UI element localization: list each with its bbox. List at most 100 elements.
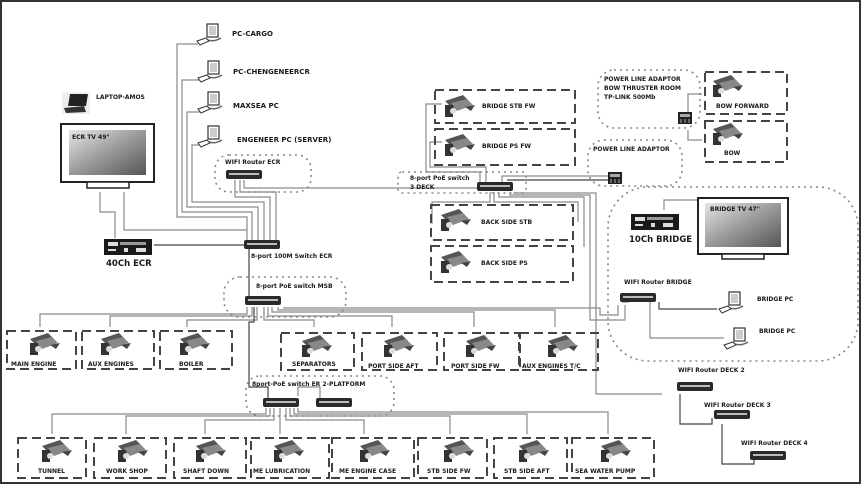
camera-label: BACK SIDE PS bbox=[481, 260, 528, 267]
camera-label: MAIN ENGINE bbox=[11, 361, 56, 368]
camera-label: BACK SIDE STB bbox=[481, 219, 532, 226]
switch-label: 8-port PoE switch bbox=[410, 175, 470, 182]
switch-ecr[interactable]: 8-port 100M Switch ECR bbox=[244, 240, 333, 260]
bridge-pc-2[interactable]: BRIDGE PC bbox=[723, 327, 796, 350]
pc-label: PC-CARGO bbox=[232, 30, 273, 38]
camera-icon bbox=[274, 440, 304, 462]
wifi-router-deck2[interactable]: WIFI Router DECK 2 bbox=[677, 367, 745, 391]
laptop-icon bbox=[62, 92, 90, 114]
camera-me-lubrication[interactable]: ME LUBRICATION bbox=[250, 437, 330, 479]
computer-icon bbox=[197, 125, 223, 148]
router-icon bbox=[714, 410, 750, 419]
camera-aux-engines[interactable]: AUX ENGINES bbox=[81, 330, 155, 370]
camera-bow[interactable]: BOW bbox=[704, 120, 788, 163]
camera-stb-side-fw[interactable]: STB SIDE FW bbox=[417, 437, 488, 479]
poe-switch-er2[interactable]: 8port-PoE switch ER 2-PLATFORM bbox=[252, 381, 365, 407]
switch-icon bbox=[245, 296, 281, 305]
zone-pla-bridge bbox=[587, 139, 683, 187]
wifi-router-ecr[interactable]: WIFI Router ECR bbox=[225, 159, 281, 179]
switch-icon bbox=[263, 398, 299, 407]
switch-label: WIFI Router ECR bbox=[225, 159, 281, 166]
computer-icon bbox=[196, 23, 222, 46]
bridge-pc-1[interactable]: BRIDGE PC bbox=[718, 291, 794, 314]
wifi-router-deck3[interactable]: WIFI Router DECK 3 bbox=[704, 402, 771, 419]
camera-main-engine[interactable]: MAIN ENGINE bbox=[6, 330, 77, 370]
camera-icon bbox=[101, 333, 131, 355]
pc-label: BRIDGE PC bbox=[759, 328, 796, 335]
camera-separators[interactable]: SEPARATORS bbox=[280, 332, 355, 371]
cabling bbox=[39, 43, 755, 465]
router-icon bbox=[750, 451, 786, 460]
ecr-tv[interactable]: ECR TV 49" bbox=[60, 123, 155, 189]
camera-sea-water-pump[interactable]: SEA WATER PUMP bbox=[571, 437, 655, 479]
camera-group-deck: BRIDGE STB FW BRIDGE PS FW BACK SIDE STB… bbox=[430, 71, 788, 283]
power-line-adaptor-bridge[interactable]: POWER LINE ADAPTOR bbox=[593, 146, 670, 184]
router-icon bbox=[677, 382, 713, 391]
camera-port-side-fw[interactable]: PORT SIDE FW bbox=[443, 332, 520, 371]
camera-tunnel[interactable]: TUNNEL bbox=[17, 437, 87, 479]
nvr-icon bbox=[104, 239, 152, 255]
camera-back-side-ps[interactable]: BACK SIDE PS bbox=[430, 245, 574, 283]
camera-icon bbox=[445, 95, 475, 117]
laptop-amos[interactable]: LAPTOP-AMOS bbox=[62, 92, 145, 114]
switch-label: WIFI Router DECK 3 bbox=[704, 402, 771, 409]
wifi-router-deck4[interactable]: WIFI Router DECK 4 bbox=[741, 440, 808, 460]
camera-icon bbox=[444, 440, 474, 462]
nvr-icon bbox=[631, 214, 679, 230]
camera-label: ME LUBRICATION bbox=[253, 468, 310, 475]
camera-aux-engines-tc[interactable]: AUX ENGINES T/C bbox=[519, 332, 599, 371]
camera-shaft-down[interactable]: SHAFT DOWN bbox=[173, 437, 247, 479]
pc-label: MAXSEA PC bbox=[233, 102, 279, 110]
switch-label: WIFI Router BRIDGE bbox=[624, 279, 692, 286]
poe-switch-msb[interactable]: 8-port PoE switch MSB bbox=[245, 283, 333, 305]
camera-label: BOW bbox=[724, 150, 741, 157]
camera-me-engine-case[interactable]: ME ENGINE CASE bbox=[331, 437, 415, 479]
camera-boiler[interactable]: BOILER bbox=[159, 330, 233, 370]
camera-icon bbox=[713, 123, 743, 145]
camera-icon bbox=[441, 209, 471, 231]
camera-stb-side-aft[interactable]: STB SIDE AFT bbox=[493, 437, 568, 479]
switch-icon bbox=[244, 240, 280, 249]
nvr-40ch-ecr[interactable]: 40Ch ECR bbox=[104, 239, 152, 269]
camera-port-side-aft[interactable]: PORT SIDE AFT bbox=[361, 332, 438, 371]
camera-label: BRIDGE STB FW bbox=[482, 103, 536, 110]
pla-label: POWER LINE ADAPTOR bbox=[604, 76, 681, 83]
pc-label: ENGENEER PC (SERVER) bbox=[237, 136, 331, 144]
camera-icon bbox=[466, 335, 496, 357]
camera-label: BOW FORWARD bbox=[716, 103, 769, 110]
nvr-label: 40Ch ECR bbox=[106, 259, 152, 269]
camera-icon bbox=[384, 335, 414, 357]
pc-label: BRIDGE PC bbox=[757, 296, 794, 303]
router-icon bbox=[226, 170, 262, 179]
pc-maxsea[interactable]: MAXSEA PC bbox=[197, 91, 279, 114]
router-icon bbox=[620, 293, 656, 302]
camera-label: BOILER bbox=[179, 361, 204, 368]
camera-bridge-ps-fw[interactable]: BRIDGE PS FW bbox=[434, 128, 576, 166]
pc-group-ecr: PC-CARGO PC-CHENGENEERCR MAXSEA PC ENGEN… bbox=[196, 23, 331, 148]
camera-label: WORK SHOP bbox=[106, 468, 149, 475]
bridge-tv[interactable]: BRIDGE TV 47" bbox=[697, 197, 789, 260]
camera-icon bbox=[360, 440, 390, 462]
camera-work-shop[interactable]: WORK SHOP bbox=[93, 437, 167, 479]
camera-bridge-stb-fw[interactable]: BRIDGE STB FW bbox=[434, 89, 576, 124]
tv-label: BRIDGE TV 47" bbox=[710, 206, 760, 213]
camera-icon bbox=[302, 335, 332, 357]
power-line-adaptor-bow[interactable]: POWER LINE ADAPTOR BOW THRUSTER ROOM TP-… bbox=[604, 76, 692, 124]
computer-icon bbox=[723, 327, 749, 350]
wifi-router-bridge[interactable]: WIFI Router BRIDGE bbox=[620, 279, 692, 302]
pc-engeneer-server[interactable]: ENGENEER PC (SERVER) bbox=[197, 125, 331, 148]
pc-chengeneercr[interactable]: PC-CHENGENEERCR bbox=[197, 60, 310, 83]
laptop-label: LAPTOP-AMOS bbox=[96, 94, 145, 101]
computer-icon bbox=[718, 291, 744, 314]
poe-switch-3deck[interactable]: 8-port PoE switch 3 DECK bbox=[410, 175, 513, 191]
camera-label: STB SIDE AFT bbox=[504, 468, 551, 475]
pc-cargo[interactable]: PC-CARGO bbox=[196, 23, 273, 46]
camera-icon bbox=[30, 333, 60, 355]
camera-icon bbox=[548, 335, 578, 357]
zone-pla-bow bbox=[597, 69, 701, 129]
camera-bow-forward[interactable]: BOW FORWARD bbox=[704, 71, 788, 115]
nvr-10ch-bridge[interactable]: 10Ch BRIDGE bbox=[629, 214, 692, 245]
camera-label: PORT SIDE AFT bbox=[368, 363, 419, 370]
zones bbox=[214, 69, 859, 417]
camera-back-side-stb[interactable]: BACK SIDE STB bbox=[430, 204, 574, 241]
